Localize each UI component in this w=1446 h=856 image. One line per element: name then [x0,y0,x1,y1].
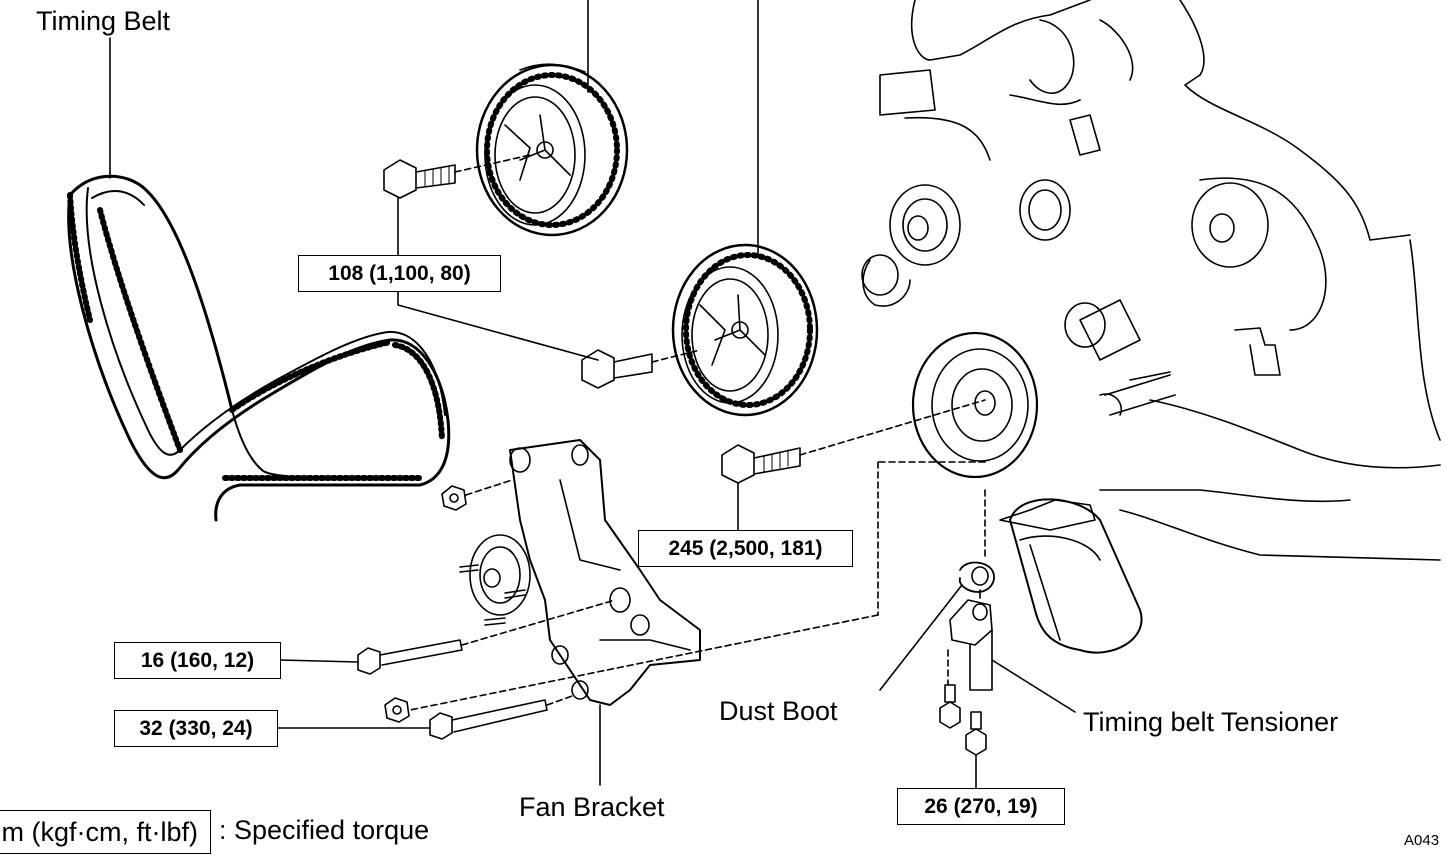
oil-filter [999,498,1143,654]
crank-pulley [671,243,819,417]
bracket-bolt-32 [277,694,576,740]
torque-box-108: 108 (1,100, 80) [298,255,501,292]
dust-boot-label: Dust Boot [719,696,838,726]
figure-code: A043 [1404,832,1440,849]
bracket-bolt-16 [279,599,616,675]
bracket-nut-upper [441,479,513,511]
timing-belt-label: Timing Belt [36,6,171,36]
dust-boot [879,489,995,691]
fan-bracket [459,439,701,786]
idler-pulley [409,331,1039,711]
torque-box-16: 16 (160, 12) [114,642,281,679]
engine-block [861,0,1441,561]
fan-bracket-label: Fan Bracket [519,792,665,822]
timing-belt-tensioner [939,589,1076,789]
torque-box-32: 32 (330, 24) [114,710,278,747]
torque-box-245: 245 (2,500, 181) [638,530,853,567]
crank-bolt-b [721,399,986,533]
legend-description: : Specified torque [219,815,430,845]
tensioner-label: Timing belt Tensioner [1083,707,1339,737]
upper-cam-pulley [475,63,629,237]
torque-box-26: 26 (270, 19) [897,788,1065,825]
legend-unit-box: N·m (kgf·cm, ft·lbf) [0,810,211,854]
crank-bolt-a [581,349,701,389]
upper-cam-bolt [383,154,599,361]
timing-belt [67,37,451,522]
